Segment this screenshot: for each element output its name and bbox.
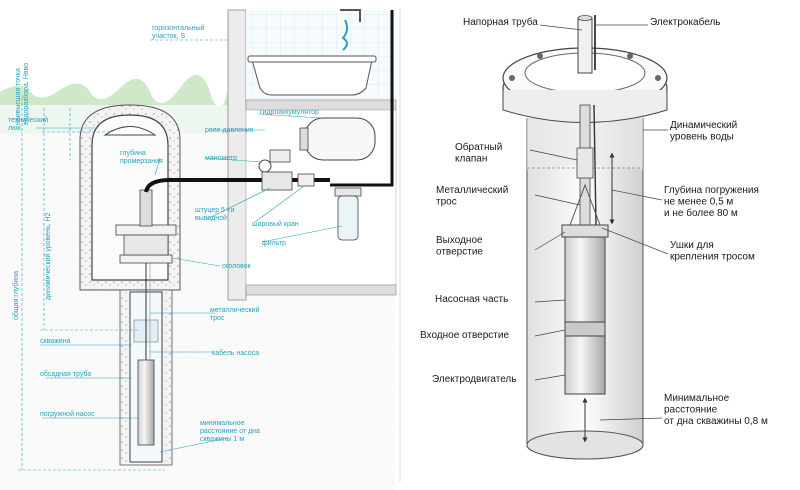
label-motor: Электродвигатель (432, 374, 516, 385)
electric-motor (564, 335, 606, 395)
label-pump-part: Насосная часть (435, 294, 508, 305)
label-inlet: Входное отверстие (420, 330, 509, 341)
right-diagram: Напорная труба Электрокабель Динамически… (420, 15, 768, 460)
label-electric-cable: Электрокабель (650, 16, 721, 28)
label-well: скважина (40, 338, 71, 345)
label-pump-cable: кабель насоса (212, 349, 259, 357)
hydro-accumulator (304, 117, 376, 161)
supply-pipe-vertical (330, 10, 394, 187)
label-pressure-relay: реле давления (205, 127, 254, 134)
right-leader-lines (529, 24, 669, 421)
dimension-lines (18, 39, 228, 471)
label-sub-pump: погружной насос (40, 410, 95, 418)
label-ball-valve: шаровый кран (252, 220, 299, 228)
metal-rope (569, 183, 601, 226)
pump-inlet (564, 321, 606, 337)
label-dynamic-level: динамический уровень, H2 (44, 212, 52, 300)
well-head (119, 254, 173, 264)
filter (337, 195, 359, 241)
label-accumulator: гидроаккумулятор (260, 109, 319, 116)
ball-valve (297, 173, 315, 187)
faucet (340, 9, 361, 22)
pressure-relay (269, 149, 291, 163)
leader-lines (36, 113, 343, 453)
label-lowest-point: наивысшая точкаводоразбора, Hвво (15, 63, 30, 125)
grass (0, 74, 228, 110)
five-way-fitting (261, 171, 293, 191)
bathtub (251, 59, 373, 96)
horizontal-pipe (144, 178, 330, 193)
pump-outlet (561, 224, 609, 238)
submersible-pump (137, 359, 155, 446)
water-stream (341, 19, 349, 51)
pressure-pipe (577, 17, 593, 74)
check-valve (576, 147, 594, 179)
label-head: оголовок (222, 263, 252, 270)
tech-hatch (103, 126, 157, 136)
label-casing: обсадная труба (40, 370, 91, 378)
label-pressure-pipe: Напорная труба (463, 16, 538, 28)
label-filter: фильтр (262, 240, 286, 247)
pump-part (564, 236, 606, 323)
label-total-depth: общая глубина (12, 271, 20, 320)
label-manometer: манометр (205, 155, 237, 162)
